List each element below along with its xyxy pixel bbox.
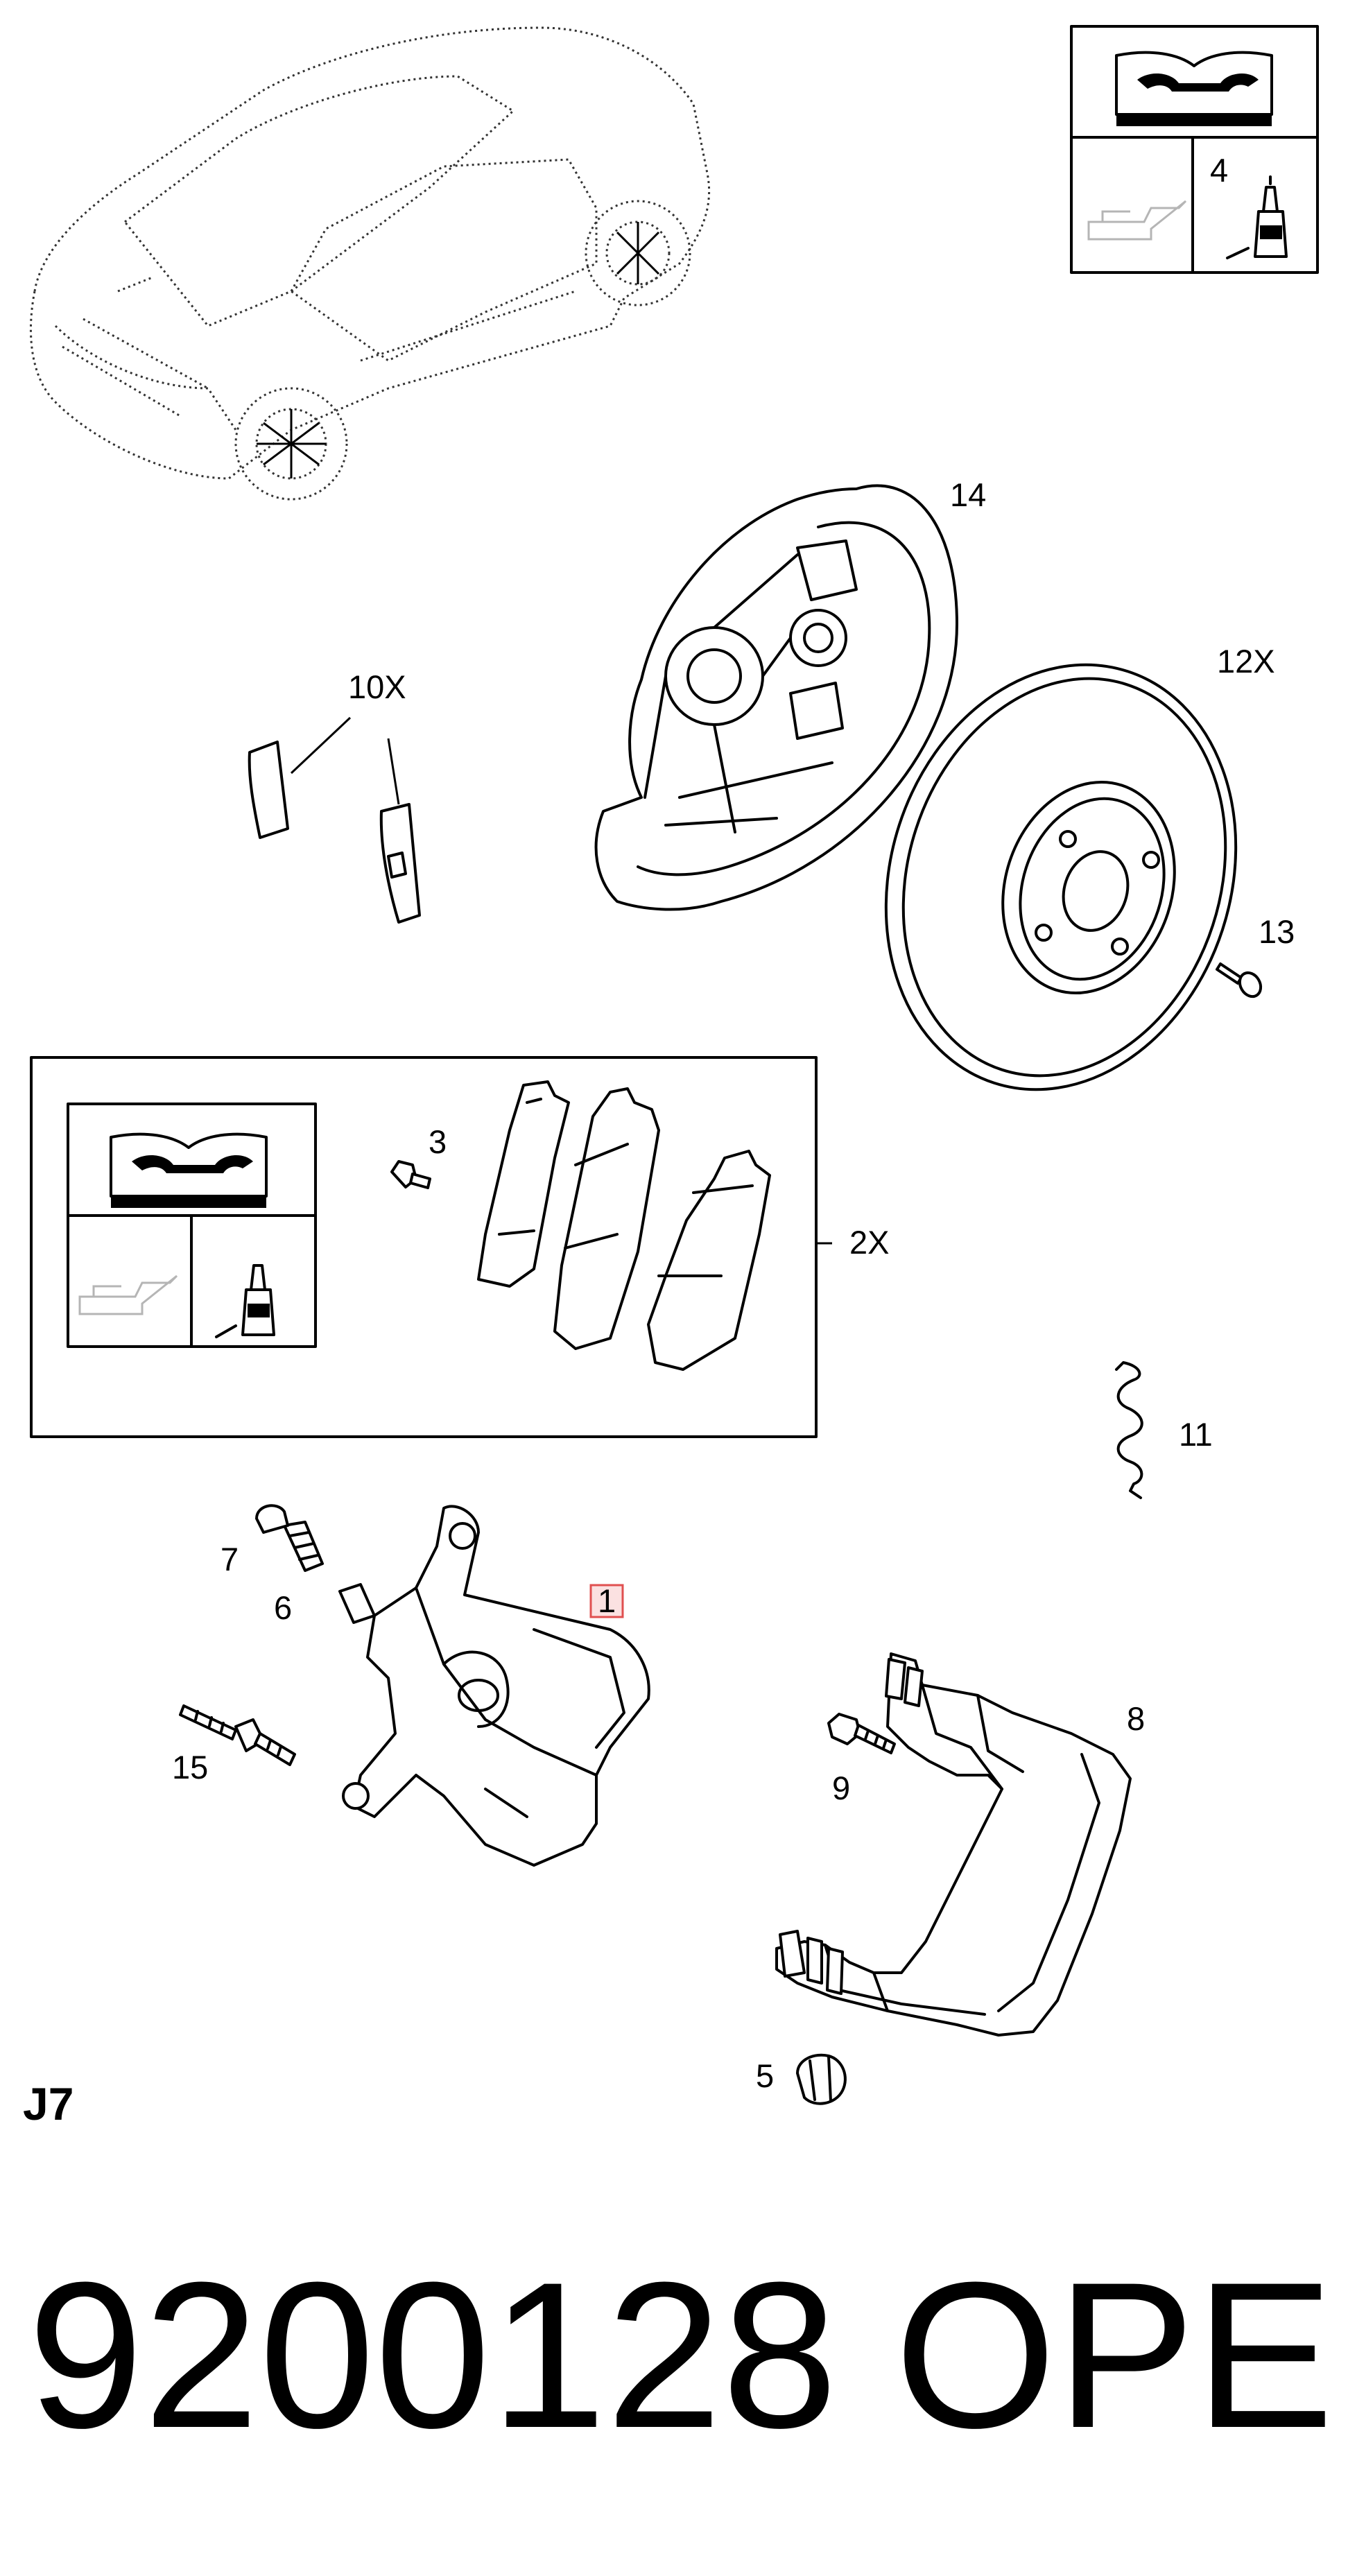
brake-pad-kit-box: 3 2X bbox=[30, 1056, 890, 1438]
manual-wrench-icon bbox=[1115, 51, 1273, 126]
oil-can-icon-kit bbox=[78, 1274, 178, 1315]
callout-10x: 10X bbox=[348, 668, 406, 705]
callout-11: 11 bbox=[1179, 1416, 1213, 1453]
spring-part-11: 11 bbox=[1115, 1361, 1213, 1499]
wear-indicator-part-10: 10X bbox=[248, 668, 421, 924]
highlight-box-part-1 bbox=[589, 1584, 624, 1618]
adhesive-tube-icon bbox=[1226, 175, 1288, 259]
guide-bolt-part-15: 15 bbox=[172, 1704, 296, 1786]
callout-9: 9 bbox=[832, 1770, 850, 1806]
wheel-spokes-front bbox=[257, 409, 326, 478]
brake-disc-part-12: 12X bbox=[884, 643, 1275, 1091]
callout-7: 7 bbox=[221, 1541, 239, 1577]
callout-4: 4 bbox=[1210, 152, 1228, 189]
service-info-box-top: 4 bbox=[1070, 25, 1319, 274]
brake-caliper-part-1: 1 bbox=[338, 1505, 650, 1867]
bleed-screw-part-6: 6 bbox=[274, 1521, 324, 1626]
dust-cap-part-7: 7 bbox=[221, 1504, 289, 1577]
callout-13: 13 bbox=[1259, 913, 1295, 950]
oil-can-icon bbox=[1087, 200, 1187, 241]
callout-2x: 2X bbox=[849, 1224, 890, 1261]
callout-15: 15 bbox=[172, 1749, 208, 1786]
callout-3: 3 bbox=[429, 1123, 447, 1160]
brake-pad-part-2: 2X bbox=[477, 1080, 890, 1371]
bolt-part-3: 3 bbox=[390, 1123, 447, 1189]
callout-6: 6 bbox=[274, 1589, 292, 1626]
sheet-code: J7 bbox=[23, 2078, 74, 2129]
part-number: 9200128 bbox=[28, 2238, 838, 2471]
vehicle-illustration bbox=[29, 26, 711, 501]
callout-12x: 12X bbox=[1217, 643, 1275, 680]
bush-part-5: 5 bbox=[756, 2053, 847, 2105]
caliper-carrier-part-8: 8 bbox=[775, 1652, 1145, 2037]
brand-name: OPEL bbox=[895, 2238, 1348, 2471]
adhesive-tube-icon-kit bbox=[215, 1264, 275, 1338]
callout-5: 5 bbox=[756, 2057, 774, 2094]
screw-part-13: 13 bbox=[1216, 913, 1295, 999]
splash-shield-part-14: 14 bbox=[594, 476, 986, 911]
callout-1: 1 bbox=[598, 1582, 616, 1619]
callout-8: 8 bbox=[1127, 1700, 1145, 1737]
callout-14: 14 bbox=[950, 476, 986, 513]
bolt-part-9: 9 bbox=[827, 1713, 896, 1806]
manual-wrench-icon-kit bbox=[110, 1132, 268, 1208]
